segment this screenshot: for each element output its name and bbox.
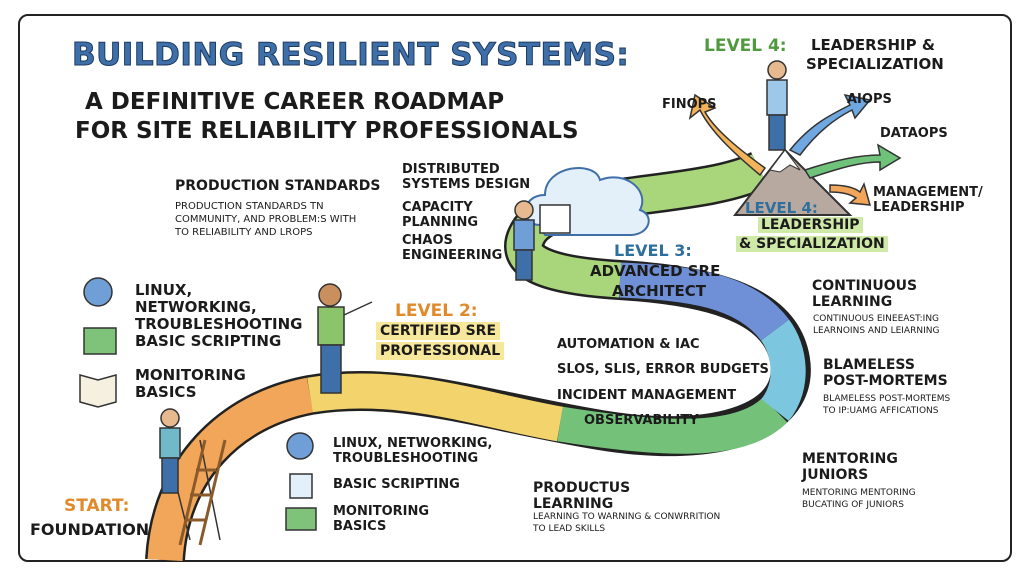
gear-wrench-icon [83, 277, 113, 307]
level2-item-2: SLOs, SLIs, Error Budgets [557, 362, 769, 377]
left-item-2: Basic Scripting [135, 332, 282, 350]
person-level3 [513, 200, 571, 281]
bottom-item-1: Linux, Networking, Troubleshooting [333, 436, 493, 466]
bottom-item-2: Basic Scripting [333, 477, 460, 492]
right-item-2-heading-2: Post-Mortems [823, 373, 948, 389]
right-item-1-desc-1: Continuous eineeast:ing [813, 314, 940, 324]
road-segment-green [557, 396, 788, 454]
person-start [159, 408, 221, 541]
right-item-1-heading-2: Learning [812, 294, 893, 310]
branch-management: Management/ Leadership [873, 185, 983, 215]
right-item-3-heading-2: Juniors [802, 467, 869, 483]
level4-top-label-2: Specialization [806, 55, 944, 73]
right-item-3-desc-1: Mentoring mentoring [802, 488, 916, 498]
right-item-2-heading-1: Blameless [823, 357, 915, 373]
productus-desc-2: to lead skills [533, 524, 606, 534]
right-item-2-desc-1: Blameless post-mortems [823, 394, 951, 404]
branch-aiops: AIOps [847, 92, 892, 107]
road-segment-blue [619, 262, 789, 342]
right-item-2-desc-2: to ip:uamg affications [823, 406, 939, 416]
productus-heading-1: Productus [533, 480, 631, 496]
level4-mid-label-2: & Specialization [736, 236, 888, 253]
road-segment-yellow [307, 373, 564, 442]
arrow-finops [688, 93, 767, 177]
arrow-management [829, 181, 872, 206]
frame-border [18, 14, 1012, 562]
level3-item-1: Distributed Systems Design [402, 162, 531, 192]
level2-prefix: LEVEL 2: [395, 301, 478, 321]
right-item-3-desc-2: bucating of juniors [802, 500, 905, 510]
right-item-1-heading-1: Continuous [812, 278, 918, 294]
production-desc-1: Production standards tn [175, 201, 324, 212]
start-label: FOUNDATION [30, 520, 150, 539]
subtitle-line-1: A Definitive Career Roadmap [85, 89, 505, 115]
branch-finops: FinOps [662, 97, 717, 112]
person-level2 [317, 283, 373, 394]
road-segment-cyan [760, 319, 806, 421]
bottom-item-3: Monitoring Basics [333, 504, 430, 534]
level3-label-1: Advanced SRE [590, 262, 721, 280]
start-prefix: START: [64, 496, 130, 516]
road-segment-orange [147, 377, 314, 562]
level2-item-1: Automation & IaC [557, 337, 700, 352]
left-icons [79, 277, 317, 531]
page-title: Building Resilient Systems: [71, 37, 630, 73]
level3-item-2: Capacity Planning [402, 200, 479, 230]
mountain-snow [769, 149, 801, 173]
notepad-icon [289, 473, 313, 499]
arrow-dataops [803, 143, 902, 179]
monitor-icon [285, 507, 317, 531]
level3-label-2: Architect [612, 282, 707, 300]
production-desc-2: community, and problem:s with [175, 214, 357, 225]
level4-mid-label-text-2: & Specialization [736, 236, 888, 252]
level2-item-3: Incident Management [557, 388, 737, 403]
level4-mid-prefix: LEVEL 4: [745, 199, 818, 217]
book-icon [79, 374, 117, 408]
level4-mid-label-text-1: Leadership [758, 217, 863, 233]
level2-item-4: Observability [584, 413, 699, 428]
level4-mid-label-1: Leadership [758, 217, 863, 234]
production-desc-3: to reliability and lrops [175, 227, 313, 238]
productus-heading-2: Learning [533, 496, 614, 512]
branch-dataops: DataOps [880, 126, 948, 141]
level3-item-3: Chaos Engineering [402, 233, 503, 263]
level2-label-text-2: Professional [376, 342, 505, 360]
level4-top-prefix: LEVEL 4: [704, 36, 787, 56]
level2-label-1: Certified SRE [376, 322, 501, 340]
productus-desc-1: Learning to warning & conwrrition [533, 512, 721, 522]
right-item-1-desc-2: learnoins and leiarning [813, 326, 940, 336]
level2-label-text-1: Certified SRE [376, 322, 501, 340]
subtitle-line-2: for Site Reliability Professionals [75, 118, 579, 144]
production-heading: Production Standards [175, 178, 381, 194]
terminal-icon [83, 327, 117, 355]
left-item-3: Monitoring Basics [135, 366, 246, 401]
level4-top-label-1: Leadership & [811, 36, 935, 54]
gear-wrench-icon [286, 432, 314, 460]
ladder [178, 439, 227, 546]
level2-label-2: Professional [376, 342, 505, 360]
level3-prefix: LEVEL 3: [614, 241, 692, 260]
person-level4 [766, 60, 788, 151]
left-item-1: Linux, Networking, Troubleshooting [135, 281, 303, 333]
right-item-3-heading-1: Mentoring [802, 451, 898, 467]
mountain [732, 148, 853, 216]
arrow-aiops [788, 93, 872, 156]
